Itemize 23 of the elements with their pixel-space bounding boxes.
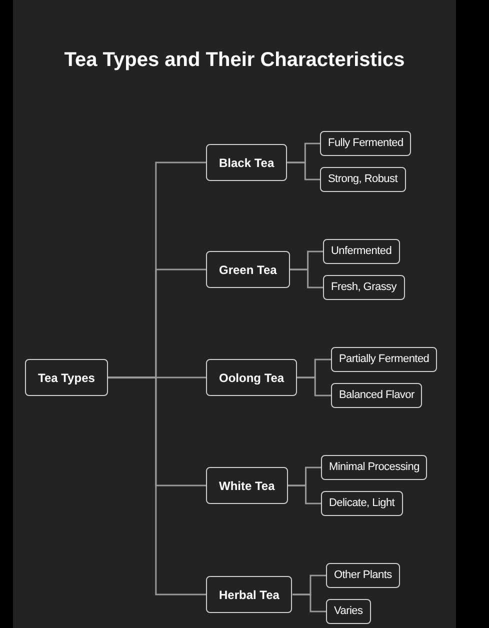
- category-box: Herbal Tea: [206, 576, 292, 613]
- trait-box: Strong, Robust: [320, 167, 406, 192]
- title: Tea Types and Their Characteristics: [63, 48, 406, 73]
- category-box: Green Tea: [206, 251, 290, 288]
- connector-line: [288, 484, 321, 504]
- connector-line: [108, 376, 206, 596]
- trait-box: Fully Fermented: [320, 131, 412, 156]
- trait-box: Other Plants: [326, 563, 400, 588]
- trait-box: Balanced Flavor: [331, 383, 422, 408]
- category-box: Tea Types: [25, 359, 108, 396]
- trait-box: Partially Fermented: [331, 347, 438, 372]
- category-box: White Tea: [206, 467, 288, 504]
- connector-line: [290, 268, 323, 288]
- trait-box: Unfermented: [323, 239, 400, 264]
- trait-box: Minimal Processing: [321, 455, 428, 480]
- category-box: Black Tea: [206, 144, 288, 181]
- category-box: Oolong Tea: [206, 359, 298, 396]
- trait-box: Varies: [326, 599, 371, 624]
- connector-line: [287, 162, 320, 180]
- trait-box: Delicate, Light: [321, 491, 403, 516]
- connector-line: [292, 594, 326, 612]
- trait-box: Fresh, Grassy: [323, 275, 404, 300]
- connector-line: [297, 376, 331, 396]
